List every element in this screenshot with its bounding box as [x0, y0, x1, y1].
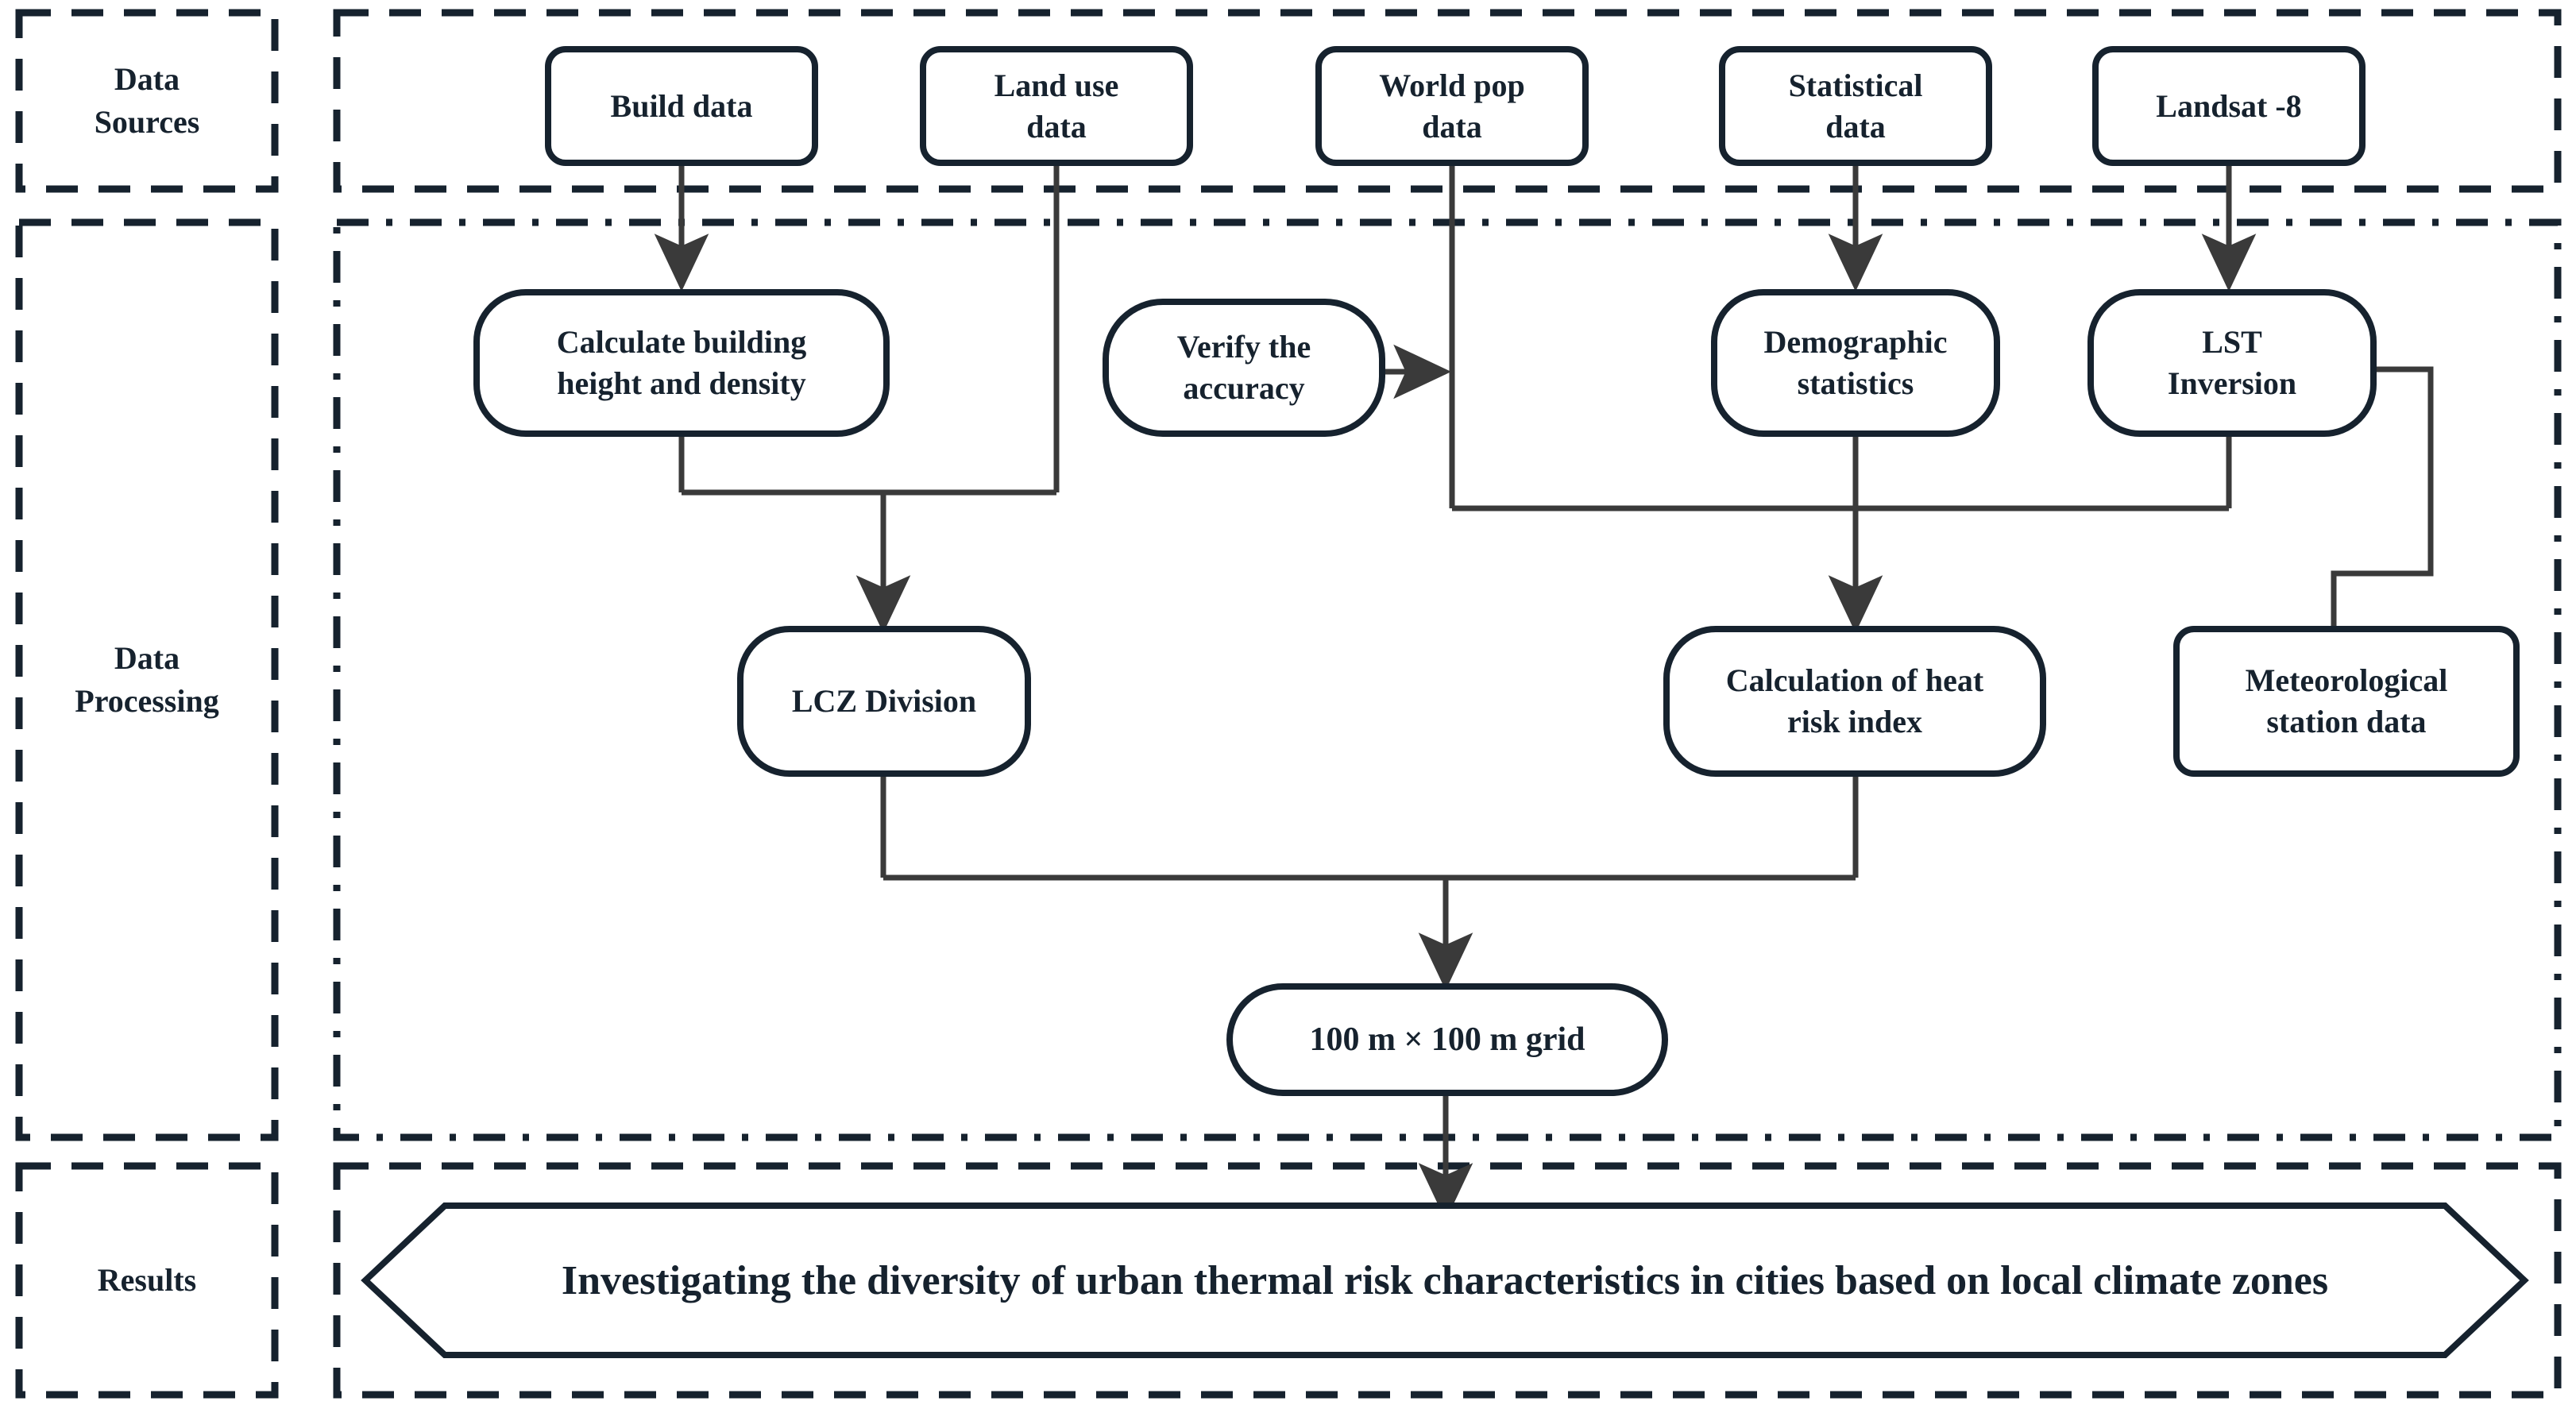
panel-outline-data-sources: [333, 9, 2562, 193]
row-label-data-processing-line2: Processing: [75, 683, 219, 719]
node-result-banner[interactable]: [361, 1202, 2529, 1358]
row-label-results-text: Results: [97, 1262, 197, 1298]
node-calculate-building[interactable]: [473, 289, 890, 437]
node-verify-accuracy[interactable]: [1103, 299, 1385, 437]
node-lcz-division[interactable]: [737, 626, 1031, 777]
row-label-data-processing: Data Processing: [19, 222, 275, 1137]
row-label-data-sources: Data Sources: [19, 13, 275, 189]
row-label-data-processing-line1: Data: [114, 640, 180, 676]
node-lst-inversion[interactable]: [2087, 289, 2377, 437]
row-label-results: Results: [19, 1166, 275, 1395]
result-banner-label: Investigating the diversity of urban the…: [445, 1206, 2445, 1355]
node-heat-risk-index[interactable]: [1663, 626, 2046, 777]
panel-outline-results-label: [15, 1162, 279, 1399]
node-build-data[interactable]: [545, 46, 818, 166]
node-landsat-8[interactable]: [2092, 46, 2366, 166]
panel-outline-data-processing-label: [15, 218, 279, 1141]
row-label-data-sources-line1: Data: [114, 61, 180, 97]
row-label-data-sources-line2: Sources: [94, 104, 200, 140]
node-land-use-data[interactable]: [920, 46, 1193, 166]
node-demographic-statistics[interactable]: [1711, 289, 2000, 437]
edge-meteorological-to-lst: [2311, 342, 2434, 627]
node-meteorological-station-data[interactable]: [2173, 626, 2520, 777]
panel-outline-data-sources-label: [15, 9, 279, 193]
result-banner-text: Investigating the diversity of urban the…: [561, 1257, 2329, 1303]
node-grid[interactable]: [1226, 983, 1668, 1096]
node-world-pop-data[interactable]: [1315, 46, 1589, 166]
node-statistical-data[interactable]: [1719, 46, 1992, 166]
